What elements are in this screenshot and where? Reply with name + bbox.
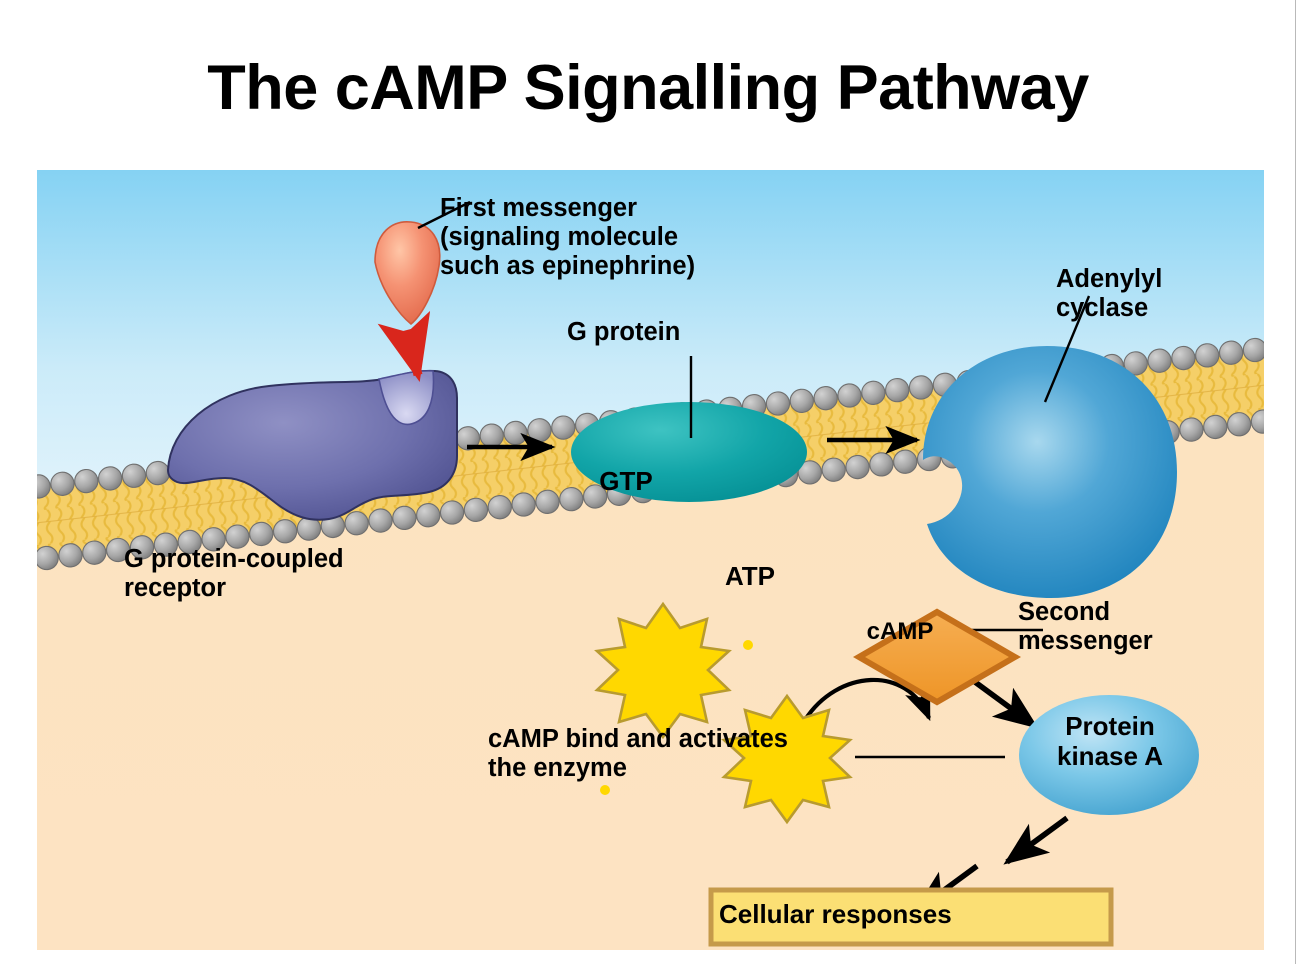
first-messenger-label: First messenger (signaling molecule such… bbox=[440, 194, 696, 281]
page-title: The cAMP Signalling Pathway bbox=[207, 53, 1089, 123]
g-protein-label: G protein bbox=[567, 318, 681, 346]
second-messenger-label: Second messenger bbox=[1018, 598, 1153, 656]
gtp-label: GTP bbox=[599, 466, 653, 496]
ligand-to-receptor-arrow bbox=[377, 310, 431, 382]
first-messenger-leader-line bbox=[417, 200, 471, 230]
cellular-responses-box bbox=[708, 887, 1114, 947]
cellular-responses-label: Cellular responses bbox=[719, 899, 952, 929]
protein-kinase-a-shape bbox=[1019, 695, 1199, 815]
protein-kinase-a-label: Protein kinase A bbox=[1057, 711, 1163, 771]
gpcr-label: G protein-coupled receptor bbox=[124, 545, 344, 603]
gtp-starburst-shape bbox=[594, 601, 732, 740]
adenylyl-cyclase-label: Adenylyl cyclase bbox=[1056, 265, 1163, 323]
atp-starburst-shape bbox=[721, 693, 853, 825]
adenylyl-cyclase-shape bbox=[923, 346, 1177, 598]
yellow-dot-artifact-1 bbox=[743, 640, 753, 650]
camp-label: cAMP bbox=[866, 618, 934, 645]
adenylyl-cyclase-leader-line bbox=[1043, 295, 1091, 403]
camp-diamond-shape bbox=[852, 608, 1022, 706]
g-protein-shape bbox=[571, 402, 807, 502]
yellow-dot-artifact-2 bbox=[600, 785, 610, 795]
atp-to-camp-arrow bbox=[803, 677, 931, 722]
camp-to-pka-arrow bbox=[973, 679, 1039, 729]
camp-binds-enzyme-label: cAMP bind and activates the enzyme bbox=[488, 725, 788, 783]
atp-label: ATP bbox=[724, 561, 776, 591]
pathway-diagram-canvas bbox=[37, 170, 1264, 950]
